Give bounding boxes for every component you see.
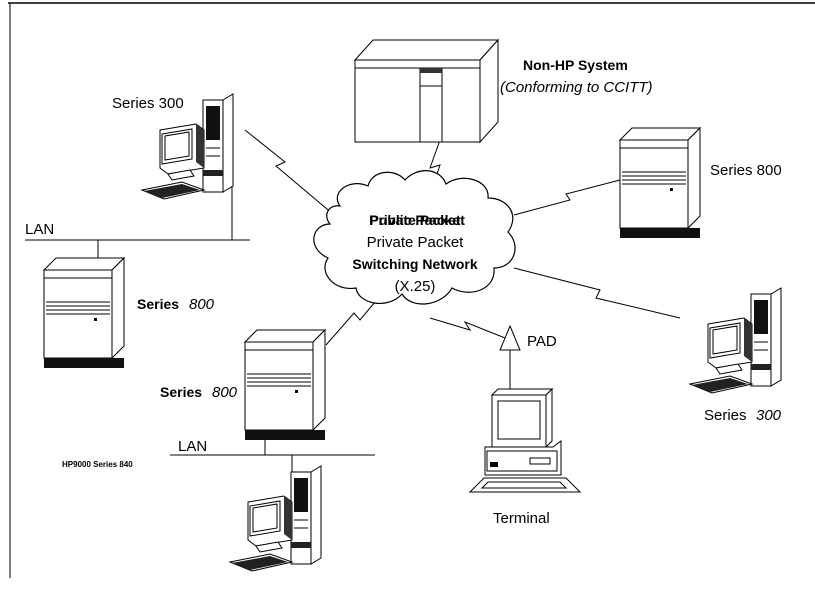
- series-300-workstation-bottom: [229, 465, 322, 572]
- link-s800-right: [513, 179, 621, 216]
- non-hp-subtitle: (Conforming to CCITT): [500, 79, 653, 96]
- cloud-line1-a: Public Packet: [369, 212, 460, 228]
- series-300-workstation-right: [689, 287, 782, 394]
- series-800-right-label: Series 800: [710, 162, 782, 179]
- cloud-line3: Switching Network: [352, 256, 477, 272]
- cloud-line2: Private Packet: [367, 234, 465, 251]
- lan-bottom-label: LAN: [178, 438, 207, 455]
- series-800-server-center: [244, 329, 326, 441]
- pad-label: PAD: [527, 333, 557, 350]
- series-800-center-prefix: Series: [160, 384, 202, 400]
- lan-top-line: [25, 180, 250, 258]
- series-800-server-right: [619, 127, 701, 239]
- link-s300-right: [513, 267, 681, 319]
- series-800-left-prefix: Series: [137, 296, 179, 312]
- hp9000-label: HP9000 Series 840: [62, 460, 133, 469]
- series-800-left-model: 800: [189, 296, 215, 313]
- series-300-top-left-label: Series 300: [112, 95, 184, 112]
- series-300-right-prefix: Series: [704, 407, 747, 424]
- cloud-line1-b: Private Packet: [369, 212, 465, 228]
- series-300-right-model: 300: [756, 407, 782, 424]
- series-800-center-model: 800: [212, 384, 238, 401]
- cloud-line4: (X.25): [395, 278, 436, 295]
- non-hp-title: Non-HP System: [523, 57, 628, 73]
- non-hp-system-computer: [353, 38, 500, 144]
- terminal-device: [468, 387, 582, 493]
- lan-top-label: LAN: [25, 221, 54, 238]
- packet-network-cloud: [313, 170, 516, 305]
- terminal-label: Terminal: [493, 510, 550, 527]
- link-s800-center: [325, 301, 376, 346]
- series-800-server-left: [43, 257, 125, 369]
- link-terminal: [429, 317, 511, 341]
- pad-triangle: [499, 324, 521, 351]
- link-s300-topleft: [244, 129, 341, 221]
